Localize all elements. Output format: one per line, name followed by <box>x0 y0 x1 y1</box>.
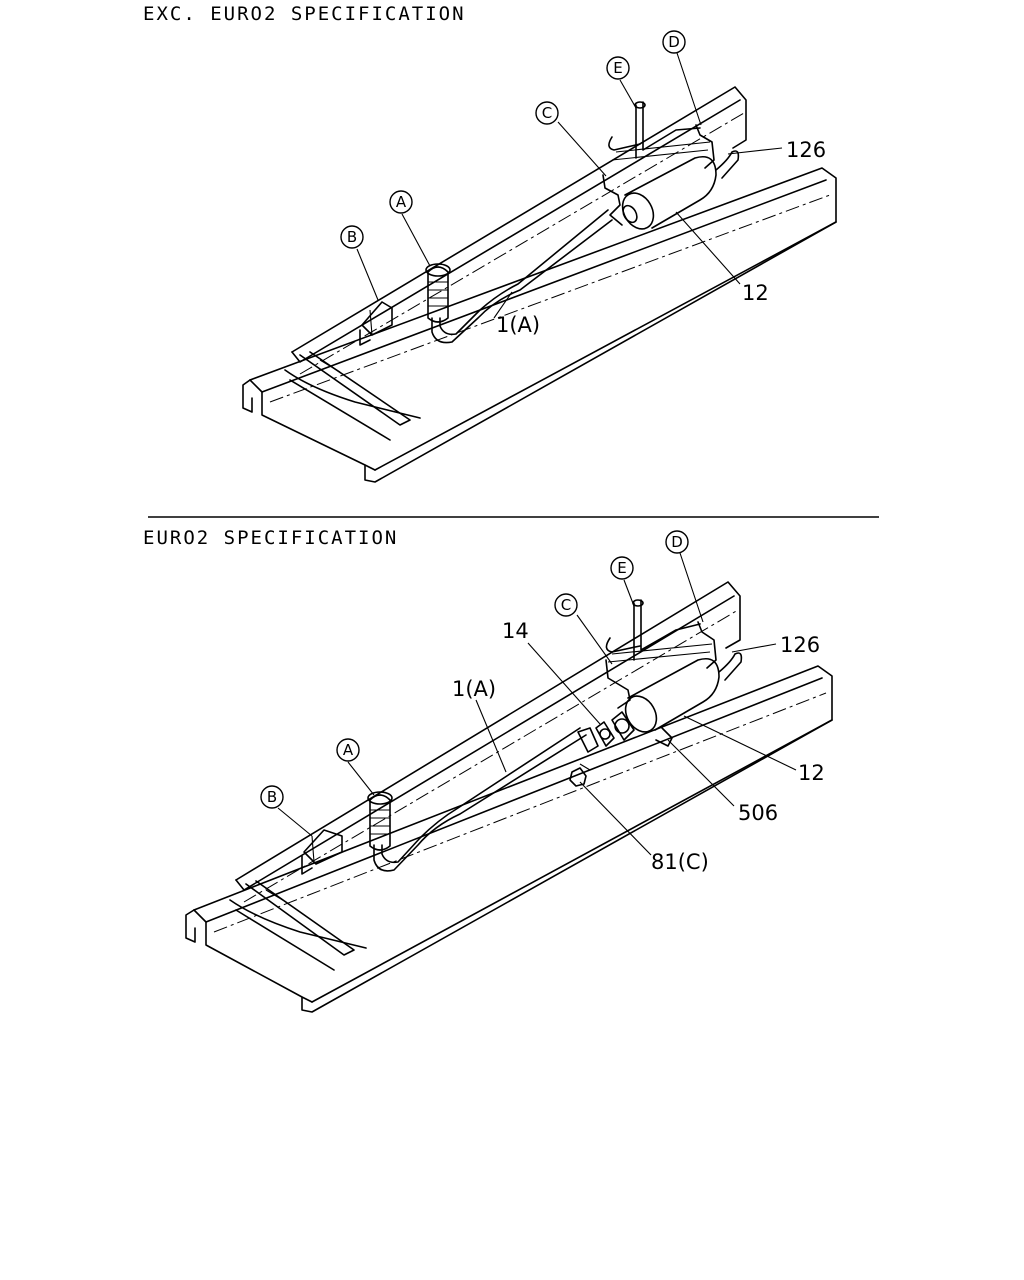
top-callout-b: B <box>340 225 364 249</box>
bottom-gasket-flange <box>595 711 635 747</box>
bottom-callout-a: A <box>336 738 360 762</box>
svg-text:D: D <box>668 33 680 51</box>
svg-text:B: B <box>267 788 277 806</box>
svg-text:A: A <box>343 741 354 759</box>
bottom-label-14: 14 <box>502 619 529 643</box>
svg-text:D: D <box>671 533 683 551</box>
top-cross-member <box>284 351 421 441</box>
top-callout-d: D <box>662 30 686 54</box>
svg-text:C: C <box>561 596 571 614</box>
bottom-callout-b: B <box>260 785 284 809</box>
bottom-callout-c: C <box>554 593 578 617</box>
bottom-label-1a: 1(A) <box>452 677 496 701</box>
top-exhaust-pipe <box>425 209 613 344</box>
bottom-leaders <box>277 552 797 856</box>
heading-exc-euro2: EXC. EURO2 SPECIFICATION <box>143 3 466 25</box>
top-label-1a: 1(A) <box>496 313 540 337</box>
top-hangers <box>602 101 715 226</box>
top-label-12: 12 <box>742 281 769 305</box>
bottom-hangers <box>605 599 717 709</box>
bottom-exhaust-pipe <box>367 727 599 872</box>
top-label-126: 126 <box>786 138 826 162</box>
top-leaders <box>356 52 783 319</box>
bottom-frame-rail-near <box>185 665 833 1013</box>
top-diagram: C D E A B 126 12 1(A) <box>242 30 837 483</box>
heading-euro2: EURO2 SPECIFICATION <box>143 527 399 549</box>
bottom-callout-e: E <box>610 556 634 580</box>
bottom-cross-member <box>229 880 367 971</box>
top-callout-a: A <box>389 190 413 214</box>
svg-text:E: E <box>613 59 622 77</box>
top-frame-rail-near <box>242 167 837 483</box>
top-callout-c: C <box>535 101 559 125</box>
svg-text:C: C <box>542 104 552 122</box>
bottom-label-12: 12 <box>798 761 825 785</box>
bottom-muffler <box>624 652 743 747</box>
bottom-nut <box>569 763 601 787</box>
svg-text:A: A <box>396 193 407 211</box>
bottom-callout-d: D <box>665 530 689 554</box>
svg-text:B: B <box>347 228 357 246</box>
bottom-label-506: 506 <box>738 801 778 825</box>
top-bracket <box>359 301 393 346</box>
bottom-label-81c: 81(C) <box>651 850 709 874</box>
top-callout-e: E <box>606 56 630 80</box>
bottom-label-126: 126 <box>780 633 820 657</box>
svg-text:E: E <box>617 559 626 577</box>
bottom-bracket <box>301 829 343 875</box>
bottom-diagram: C D E A B 14 126 1(A) 12 506 81(C) <box>185 530 833 1013</box>
top-muffler <box>621 150 740 230</box>
